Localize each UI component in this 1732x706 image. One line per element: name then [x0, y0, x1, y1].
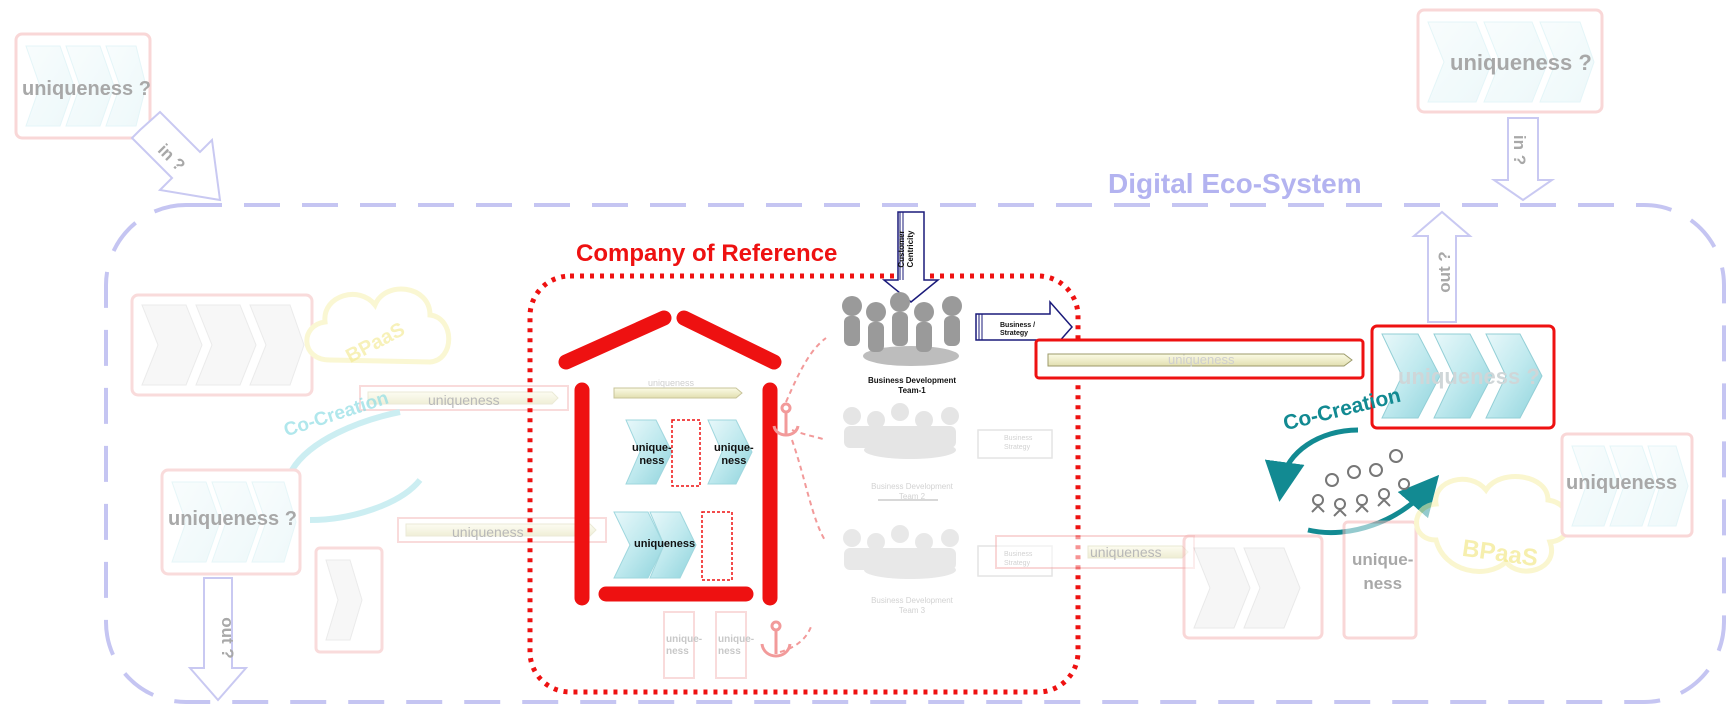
center-bar	[1047, 353, 1353, 367]
house-bottom-box-a-label: unique- ness	[666, 634, 703, 657]
left-bar-top-label: uniqueness	[428, 392, 500, 408]
anchor-icon-top	[772, 402, 800, 437]
in-arrow-right	[1490, 117, 1556, 202]
business-strategy-label: Business / Strategy	[1000, 322, 1036, 337]
company-boundary	[527, 273, 1081, 695]
left-bar-bottom-label: uniqueness	[452, 524, 524, 540]
team-1-label: Business Development Team-1	[867, 376, 957, 395]
out-arrow-right-label: out ?	[1434, 251, 1454, 293]
in-arrow-left	[130, 110, 222, 202]
left-box-label: uniqueness ?	[168, 508, 297, 530]
strategy-2-label: Business Strategy	[1004, 435, 1033, 451]
external-right-label: uniqueness ?	[1450, 50, 1592, 75]
out-arrow-left	[187, 577, 249, 702]
house-bottom-boxes	[663, 611, 747, 679]
external-left-label: uniqueness ?	[22, 78, 151, 100]
house-chevron-right-label: unique- ness	[714, 442, 754, 467]
company-label: Company of Reference	[576, 240, 838, 267]
house-bar-label: uniqueness	[648, 378, 695, 388]
house-bottom-box-b-label: unique- ness	[718, 634, 755, 657]
team-1-people	[842, 292, 962, 366]
team-2-label: Business Development Team 2	[871, 482, 953, 501]
ecosystem-border	[104, 203, 1726, 704]
out-arrow-right	[1411, 210, 1473, 323]
customer-centricity-label: Customer Centricity	[897, 230, 915, 268]
big-chevron-label: uniqueness ?	[1398, 364, 1540, 389]
external-left-box	[14, 32, 152, 140]
house	[558, 310, 782, 606]
right-box-label: uniqueness	[1566, 472, 1678, 494]
external-right-box	[1416, 8, 1604, 114]
team-3-people	[843, 525, 959, 579]
right-small-box-label: unique- ness	[1352, 550, 1414, 593]
left-group	[130, 286, 607, 654]
co-creation-cycle	[1264, 427, 1440, 536]
ecosystem-title: Digital Eco-System	[1108, 168, 1362, 199]
right-faded-group	[1182, 432, 1694, 640]
strategy-3-label: Business Strategy	[1004, 551, 1033, 567]
strategy-2-arrow	[977, 429, 1053, 459]
center-bar-label: uniqueness	[1168, 352, 1235, 367]
right-bar-label: uniqueness	[1090, 544, 1162, 560]
big-chevrons	[1381, 333, 1543, 419]
out-arrow-left-label: out ?	[217, 617, 237, 659]
house-double-chevron-label: uniqueness	[634, 538, 696, 550]
team-2-people	[843, 403, 959, 459]
in-arrow-right-label: in ?	[1510, 134, 1530, 166]
team-connectors	[779, 337, 827, 653]
team-3-label: Business Development Team 3	[871, 596, 953, 615]
anchor-icon-bottom	[760, 620, 792, 658]
customer-centricity-arrow	[881, 211, 941, 303]
house-chevron-left-label: unique- ness	[632, 442, 672, 467]
